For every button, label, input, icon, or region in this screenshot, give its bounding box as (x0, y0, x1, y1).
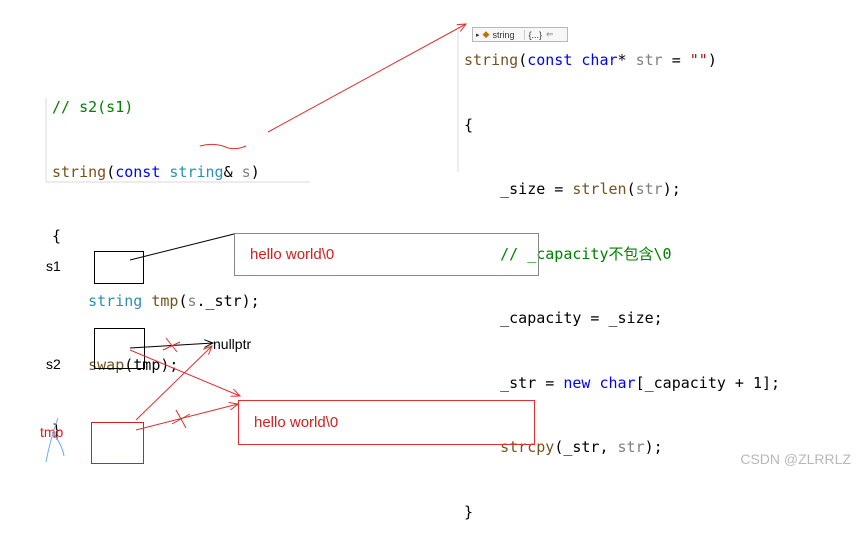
tmp-object-box (91, 422, 144, 464)
close-brace: } (52, 420, 62, 439)
new-keyword: new (563, 373, 591, 392)
class-icon: ◆ (482, 29, 490, 39)
tmp-var: tmp (151, 291, 179, 310)
watermark: CSDN @ZLRRLZ (740, 451, 851, 467)
cross-mark-2b (171, 413, 191, 425)
s2-object-box (94, 328, 145, 369)
param-type: string (169, 162, 224, 181)
s2-to-buffer-arrow (129, 349, 240, 396)
ctor-call-arrow (267, 24, 466, 133)
strcpy-call: strcpy (500, 438, 555, 456)
tmp-type: string (88, 291, 143, 310)
pin-icon[interactable]: ⇐ (545, 29, 554, 39)
tmp-string-buffer: hello world\0 (238, 400, 535, 445)
tooltip-label: string (492, 29, 515, 40)
right-code-block: string(const char* str = "") { _size = s… (464, 51, 781, 521)
tmp-to-nullptr-arrow (135, 346, 212, 421)
cross-mark-1 (165, 337, 178, 353)
ide-tooltip[interactable]: ▸ ◆ string {...} ⇐ (472, 27, 568, 42)
s1-pointer-line (129, 233, 235, 261)
label-nullptr: nullptr (213, 336, 252, 352)
copy-ctor-comment: // s2(s1) (52, 98, 134, 116)
const-keyword: const (115, 162, 161, 181)
expand-arrow-icon[interactable]: ▸ (476, 31, 480, 39)
label-tmp: tmp (40, 424, 64, 440)
underline-squiggle (199, 143, 247, 150)
close-brace: } (464, 502, 474, 521)
strlen-call: strlen (572, 180, 627, 198)
s1-string-buffer: hello world\0 (234, 233, 539, 276)
annotation-overlay (45, 0, 857, 463)
left-code-block: // s2(s1) string(const string& s) { stri… (52, 98, 260, 439)
tmp-to-buffer-arrow (135, 404, 238, 431)
open-brace: { (464, 115, 474, 134)
tooltip-extra: {...} (524, 29, 542, 40)
ctor-name: string (52, 162, 107, 181)
swap-call: swap (88, 356, 125, 374)
s1-object-box (94, 251, 144, 284)
tmp-scribble (45, 417, 65, 463)
param-name: s (241, 162, 251, 181)
capacity-comment: // _capacity不包含\0 (500, 244, 672, 263)
open-brace: { (52, 227, 62, 245)
cross-mark-1b (162, 341, 181, 351)
label-s1: s1 (46, 258, 61, 274)
default-arg: "" (689, 51, 708, 69)
ctor-name: string (464, 51, 519, 69)
label-s2: s2 (46, 356, 61, 372)
